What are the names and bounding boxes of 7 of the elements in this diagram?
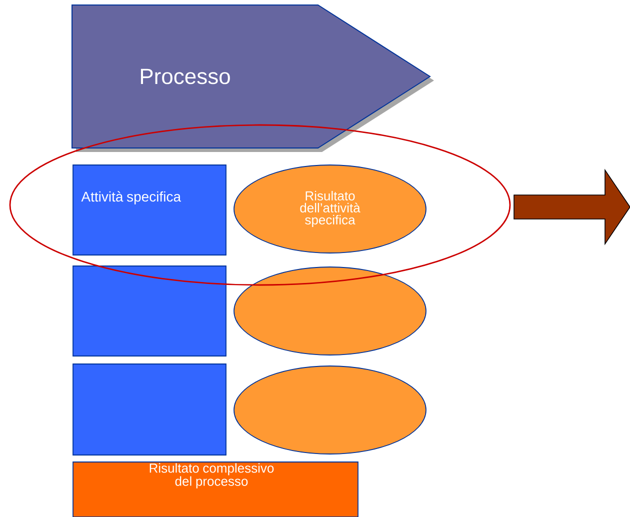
activity-box: Attività specifica xyxy=(72,164,226,256)
result-ellipse xyxy=(234,366,426,454)
result-ellipse xyxy=(234,266,426,356)
highlight-ellipse xyxy=(9,124,511,286)
result-box: Risultato complessivo del processo xyxy=(72,462,358,517)
activity-box xyxy=(72,364,226,456)
activity-box xyxy=(72,266,226,356)
